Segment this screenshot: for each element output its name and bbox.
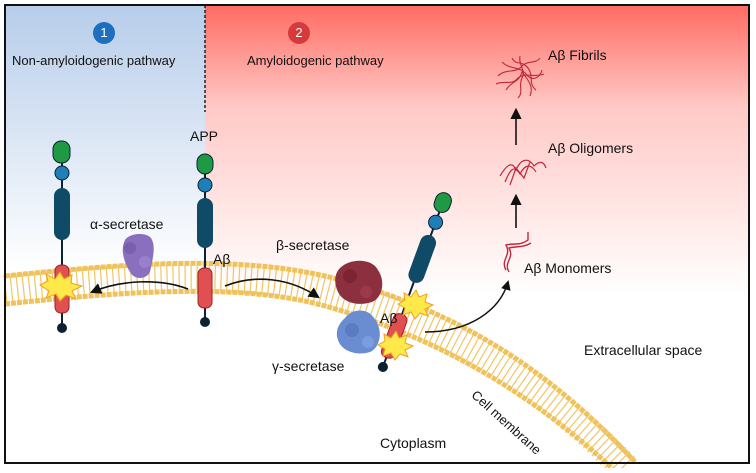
non-amyloidogenic-title: Non-amyloidogenic pathway: [12, 53, 176, 68]
amyloidogenic-panel-bg: [205, 5, 748, 295]
abeta-label-app: Aβ: [213, 251, 231, 267]
app-protein: [196, 153, 214, 327]
oligomers-label: Aβ Oligomers: [548, 140, 634, 156]
cell-membrane: [3, 260, 637, 473]
extracellular-space-label: Extracellular space: [584, 342, 703, 358]
monomers-label: Aβ Monomers: [524, 260, 612, 276]
arrow-beta-cleavage: [224, 278, 320, 299]
pathway-2-badge: 2: [288, 22, 310, 44]
abeta-oligomer: [499, 159, 547, 186]
beta-secretase-enzyme: [335, 260, 383, 304]
abeta-label-cleaved: Aβ: [380, 310, 398, 326]
beta-secretase-label: β-secretase: [276, 237, 350, 253]
amyloidogenic-title: Amyloidogenic pathway: [247, 53, 384, 68]
pathway-1-badge: 1: [93, 22, 115, 44]
gamma-secretase-enzyme: [336, 310, 380, 354]
cytoplasm-label: Cytoplasm: [380, 435, 447, 451]
cleavage-star-icon: [376, 329, 415, 361]
abeta-monomer: [503, 232, 532, 273]
alpha-secretase-enzyme: [122, 234, 154, 278]
cleavage-star-icon: [39, 271, 84, 302]
cleavage-star-icon: [396, 288, 435, 320]
abeta-fibril: [495, 55, 545, 99]
app-label: APP: [190, 128, 219, 144]
alpha-secretase-label: α-secretase: [90, 216, 164, 232]
arrow-alpha-cleavage: [89, 280, 189, 294]
fibrils-label: Aβ Fibrils: [548, 47, 607, 63]
arrow-abeta-release: [424, 280, 511, 333]
non-amyloidogenic-panel-bg: [5, 5, 205, 270]
gamma-secretase-label: γ-secretase: [272, 358, 345, 374]
app-cleaved-alpha: [39, 140, 84, 333]
